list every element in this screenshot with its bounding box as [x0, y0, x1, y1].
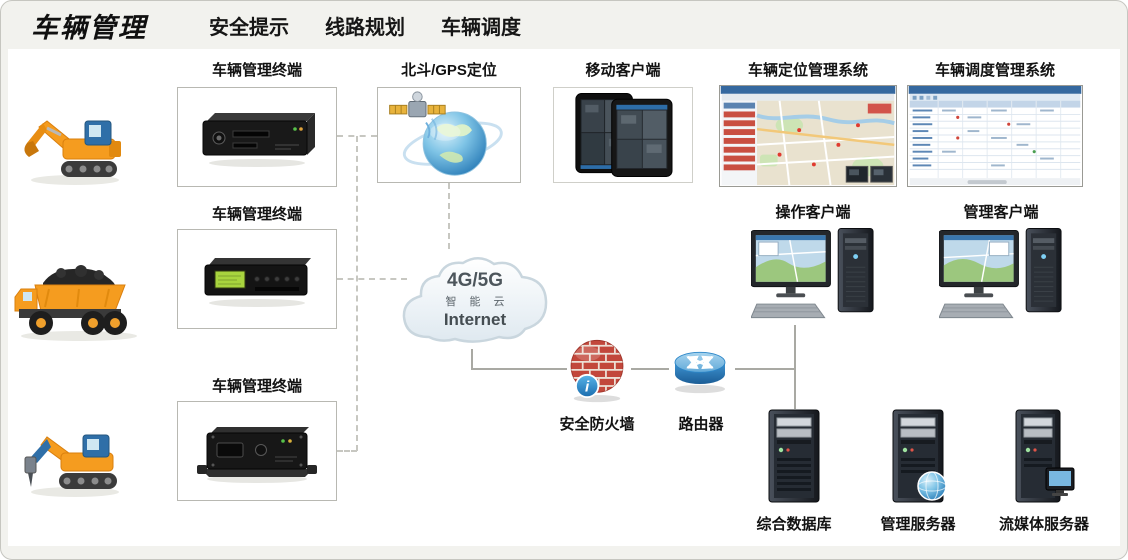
mdvr-icon-3: [197, 427, 317, 483]
cloud-line-smart-cloud: 智 能 云: [445, 296, 510, 308]
tab-safety-tips[interactable]: 安全提示: [209, 16, 289, 39]
desktop-computer-icon: [751, 228, 874, 319]
dispatch-system-label: 车辆调度管理系统: [934, 62, 1056, 79]
connector-router-bus: [735, 368, 795, 370]
management-server-label: 管理服务器: [880, 516, 956, 533]
mdvr-icon-1: [202, 113, 315, 167]
firewall-icon: i: [563, 334, 631, 404]
table-screenshot-icon: [908, 86, 1082, 186]
page-title: 车辆管理: [31, 12, 147, 43]
excavator-icon: [17, 95, 133, 187]
server-tower-icon: [768, 409, 820, 503]
cloud-icon: [402, 257, 548, 343]
header-menu: 安全提示 线路规划 车辆调度: [209, 11, 521, 40]
streaming-server-tower: [1011, 408, 1077, 506]
router-icon: [665, 342, 735, 396]
dashed-connector-vertical-bus: [356, 136, 358, 451]
mobile-client-box: [553, 87, 693, 183]
connector-cloud-down: [471, 349, 473, 369]
mdvr-icon-2: [204, 258, 311, 307]
router-label: 路由器: [678, 416, 724, 433]
management-client-computer: [939, 225, 1063, 325]
terminal-label-2: 车辆管理终端: [211, 206, 303, 223]
streaming-server-label: 流媒体服务器: [998, 516, 1090, 533]
tablets-icon: [575, 93, 673, 177]
internet-cloud: 4G/5G 智 能 云 Internet: [394, 247, 556, 351]
connector-firewall-router: [631, 368, 669, 370]
dispatch-system-screenshot: [907, 85, 1083, 187]
header: 车辆管理 安全提示 线路规划 车辆调度: [1, 1, 1127, 49]
terminal-box-1: [177, 87, 337, 187]
gps-box: [377, 87, 521, 183]
firewall-badge-letter: i: [585, 378, 590, 395]
management-server-tower: [885, 408, 951, 506]
operation-client-label: 操作客户端: [775, 204, 851, 221]
desktop-computer-icon: [939, 228, 1062, 319]
breaker-excavator-icon: [17, 407, 133, 499]
satellite-globe-icon: [389, 91, 503, 176]
dashed-connector-terminal3: [337, 450, 357, 452]
cloud-text: 4G/5G 智 能 云 Internet: [394, 247, 556, 351]
tab-route-planning[interactable]: 线路规划: [325, 16, 405, 39]
terminal-label-1: 车辆管理终端: [211, 62, 303, 79]
mobile-client-label: 移动客户端: [585, 62, 661, 79]
dashed-connector-terminal2-cloud: [337, 278, 407, 280]
firewall-label: 安全防火墙: [559, 416, 635, 433]
map-screenshot-icon: [720, 86, 896, 186]
operation-client-computer: [751, 225, 875, 325]
gps-label: 北斗/GPS定位: [401, 62, 497, 79]
database-server-label: 综合数据库: [756, 516, 832, 533]
database-server-tower: [761, 408, 827, 506]
management-client-label: 管理客户端: [963, 204, 1039, 221]
cloud-line-4g5g: 4G/5G: [447, 270, 503, 291]
server-tower-monitor-icon: [1015, 409, 1075, 503]
connector-cloud-firewall: [471, 368, 567, 370]
dump-truck-icon: [9, 247, 149, 343]
server-tower-globe-icon: [892, 409, 947, 503]
terminal-box-3: [177, 401, 337, 501]
terminal-box-2: [177, 229, 337, 329]
connector-client-database: [794, 325, 796, 409]
positioning-system-screenshot: [719, 85, 897, 187]
cloud-line-internet: Internet: [443, 310, 507, 329]
terminal-label-3: 车辆管理终端: [211, 378, 303, 395]
dashed-connector-gps-cloud: [448, 183, 450, 249]
tab-vehicle-dispatch[interactable]: 车辆调度: [441, 16, 521, 39]
positioning-system-label: 车辆定位管理系统: [747, 62, 869, 79]
